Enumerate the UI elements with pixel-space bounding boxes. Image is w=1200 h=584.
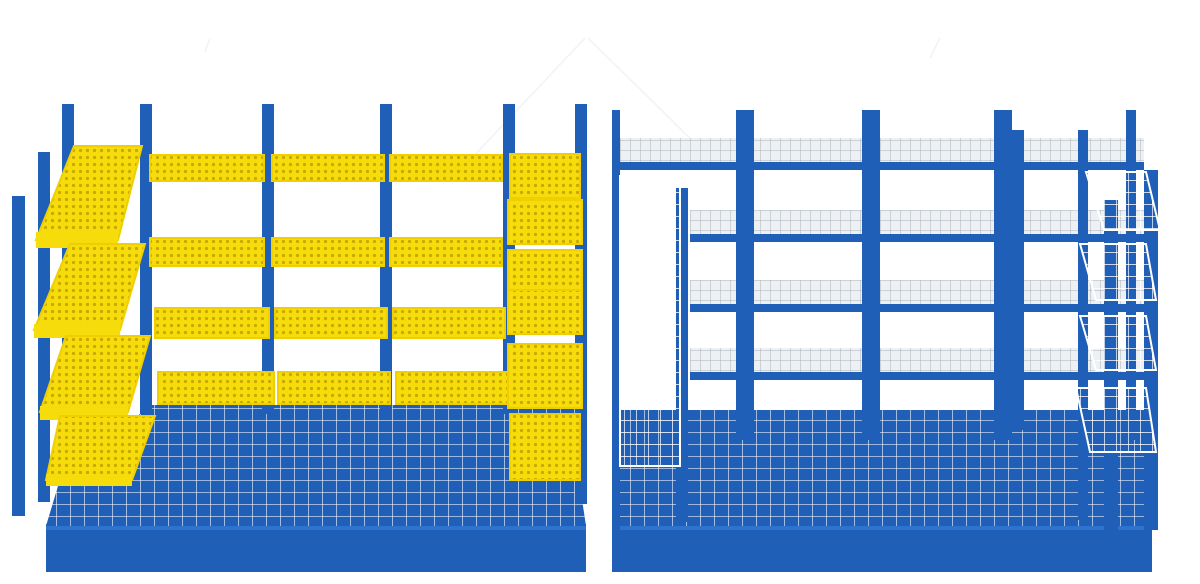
left-side-shelves [32,145,157,486]
right-shelf-beams [616,162,1146,380]
left-base-plinth [46,528,586,572]
right-floor-grating [616,410,1150,526]
right-left-wire-panel [619,175,681,467]
right-rear-shelves [616,138,1146,376]
left-floor-grating [46,486,586,526]
right-side-wire-trays [1074,171,1162,453]
left-rear-shelves [149,154,509,405]
left-shelving-unit [12,104,587,572]
right-base-plinth [612,528,1152,572]
right-shelving-unit [612,110,1162,572]
left-unit-right-shelves [507,153,583,481]
